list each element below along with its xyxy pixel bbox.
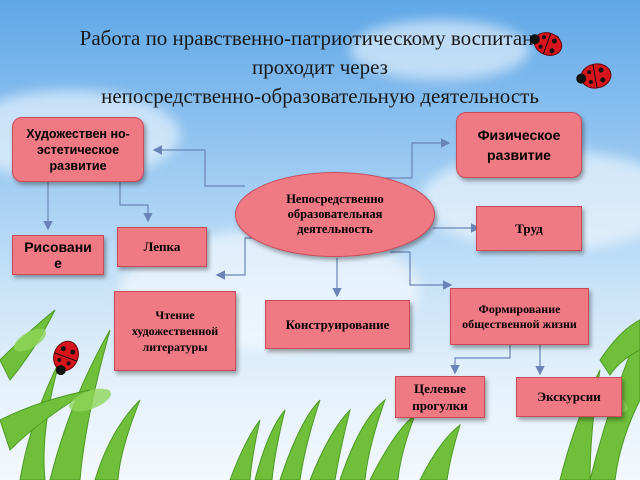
page-title: Работа по нравственно-патриотическому во…: [0, 24, 640, 111]
title-line-3: непосредственно-образовательную деятельн…: [101, 84, 539, 108]
arrow-to-physical: [385, 138, 451, 179]
ladybug-icon: [529, 32, 563, 56]
node-construction: Конструирование: [265, 300, 410, 349]
ladybug-icon: [576, 63, 612, 89]
node-drawing: Рисовани е: [12, 235, 104, 275]
title-line-2: проходит через: [252, 55, 388, 79]
node-reading: Чтение художественной литературы: [114, 291, 236, 371]
node-social: Формирование общественной жизни: [450, 288, 589, 345]
node-modeling: Лепка: [117, 227, 207, 267]
arrow-to-art: [152, 145, 245, 187]
node-physical: Физическое развитие: [456, 112, 582, 178]
arrow-to-walks: [450, 345, 511, 375]
title-line-1: Работа по нравственно-патриотическому во…: [79, 26, 561, 50]
arrow-to-social: [390, 251, 453, 290]
arrow-to-modeling: [119, 182, 153, 223]
node-center: Непосредственно образовательная деятельн…: [235, 172, 435, 257]
node-excursions: Экскурсии: [516, 377, 622, 417]
node-art-aesthetic: Художествен но-эстетическое развитие: [12, 117, 144, 182]
ladybug-icon: [53, 340, 79, 376]
node-labor: Труд: [476, 206, 582, 251]
node-walks: Целевые прогулки: [395, 376, 485, 418]
